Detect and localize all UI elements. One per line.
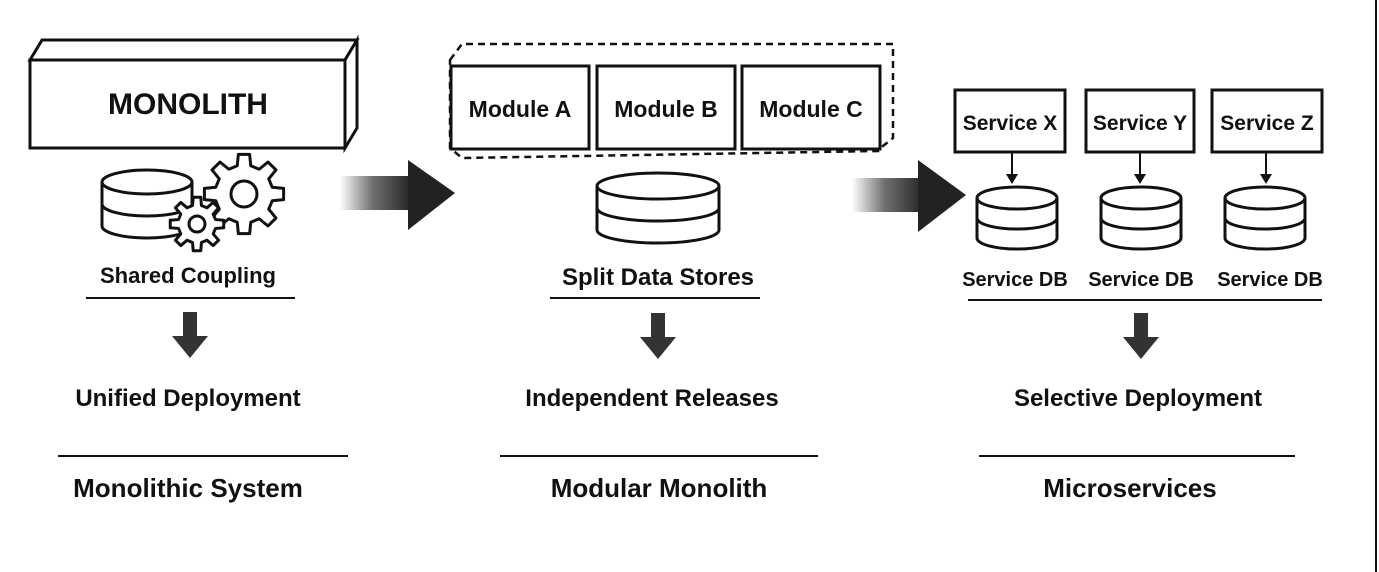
transition-arrow-icon — [340, 160, 455, 230]
database-icon — [1099, 185, 1183, 251]
service-db-label: Service DB — [1088, 269, 1194, 291]
database-icon — [975, 185, 1059, 251]
modular-caption: Split Data Stores — [562, 264, 754, 291]
database-icon — [1223, 185, 1307, 251]
service-label: Service Y — [1093, 112, 1187, 135]
module-box-b: Module B — [595, 64, 737, 151]
monolith-title: Monolithic System — [73, 473, 303, 503]
arrow-down-icon — [1006, 174, 1018, 184]
service-label: Service X — [963, 112, 1058, 135]
arrow-down-icon — [172, 312, 208, 358]
monolith-result: Unified Deployment — [75, 385, 300, 412]
arrow-down-icon — [1260, 174, 1272, 184]
database-icon — [595, 171, 721, 245]
gear-hub — [187, 214, 207, 234]
monolith-box-label: MONOLITH — [108, 88, 268, 121]
modular-column: Module A Module B Module C Split Data St… — [448, 42, 895, 503]
service-y: Service Y Service DB — [1084, 88, 1196, 291]
microservices-column: Service X Service DB Service Y Service D… — [953, 88, 1324, 503]
arrow-down-icon — [640, 313, 676, 359]
module-box-c: Module C — [740, 64, 882, 151]
service-box — [953, 88, 1067, 154]
monolith-box: MONOLITH — [27, 34, 360, 154]
service-box — [1210, 88, 1324, 154]
gear-icon — [168, 195, 226, 253]
microservices-title: Microservices — [1043, 473, 1216, 503]
service-label: Service Z — [1220, 112, 1314, 135]
gear-hub — [229, 179, 259, 209]
module-label: Module A — [469, 96, 572, 122]
service-z: Service Z Service DB — [1210, 88, 1324, 291]
modular-result: Independent Releases — [525, 385, 778, 412]
monolith-caption: Shared Coupling — [100, 263, 276, 288]
monolith-column: MONOLITH Shared Coupling Unified Deploym… — [27, 34, 360, 503]
module-box-a: Module A — [449, 64, 591, 151]
service-db-label: Service DB — [1217, 269, 1323, 291]
service-box — [1084, 88, 1196, 154]
arrow-down-icon — [1134, 174, 1146, 184]
arrow-down-icon — [1123, 313, 1159, 359]
gear-icon — [202, 152, 286, 236]
microservices-result: Selective Deployment — [1014, 385, 1262, 412]
service-x: Service X Service DB — [953, 88, 1068, 291]
transition-arrow-icon — [852, 160, 966, 232]
service-db-label: Service DB — [962, 269, 1068, 291]
module-label: Module C — [759, 96, 863, 122]
module-label: Module B — [614, 96, 718, 122]
modular-title: Modular Monolith — [551, 473, 768, 503]
